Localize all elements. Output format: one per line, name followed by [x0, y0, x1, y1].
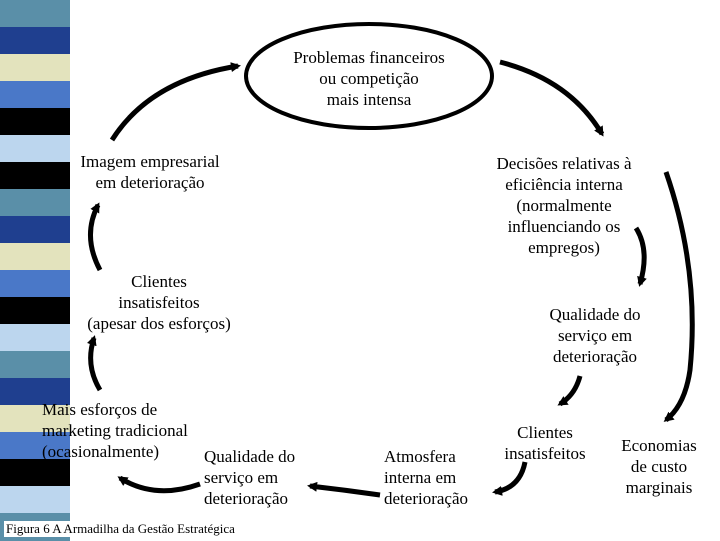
strip-block	[0, 432, 70, 460]
strip-block	[0, 81, 70, 109]
central-problem-ellipse	[244, 22, 494, 130]
strip-block	[0, 108, 70, 136]
arrow-image-to-problem	[109, 62, 241, 142]
strip-block	[0, 324, 70, 352]
decorative-color-strip	[0, 0, 70, 541]
arrow-clients-to-atmosphere	[492, 461, 528, 496]
node-clientes-esquerda: Clientes insatisfeitos (apesar dos esfor…	[87, 272, 231, 333]
node-imagem: Imagem empresarial em deterioração	[80, 152, 220, 192]
node-economias: Economias de custo marginais	[621, 436, 697, 497]
strip-block	[0, 297, 70, 325]
node-mais-esforcos: Mais esforços de marketing tradicional (…	[42, 400, 188, 461]
strip-block	[0, 54, 70, 82]
strip-block	[0, 405, 70, 433]
arrow-decisions-to-quality-right	[633, 226, 647, 287]
node-qualidade-esquerda: Qualidade do serviço em deterioração	[204, 447, 296, 508]
arrow-clients-left-to-image	[87, 202, 103, 272]
strip-block	[0, 459, 70, 487]
strip-block	[0, 27, 70, 55]
strip-block	[0, 351, 70, 379]
arrow-problem-to-decisions	[499, 59, 605, 137]
strip-block	[0, 135, 70, 163]
strip-block	[0, 486, 70, 514]
arrow-decisions-to-economies	[663, 171, 695, 422]
strip-block	[0, 189, 70, 217]
node-qualidade-direita: Qualidade do serviço em deterioração	[549, 305, 641, 366]
figure-caption: Figura 6 A Armadilha da Gestão Estratégi…	[4, 521, 237, 537]
strip-block	[0, 270, 70, 298]
arrow-quality-left-to-marketing	[117, 475, 201, 494]
strip-block	[0, 0, 70, 28]
node-clientes-direita: Clientes insatisfeitos	[504, 423, 586, 463]
strip-block	[0, 378, 70, 406]
arrow-quality-to-clients-right	[557, 375, 583, 407]
node-decisoes: Decisões relativas à eficiência interna …	[496, 154, 632, 257]
arrow-to-quality-left	[307, 481, 381, 498]
node-atmosfera: Atmosfera interna em deterioração	[384, 447, 468, 508]
strip-block	[0, 162, 70, 190]
strip-block	[0, 243, 70, 271]
node-problemas: Problemas financeiros ou competição mais…	[293, 48, 445, 109]
arrow-marketing-to-clients-left	[87, 335, 103, 392]
strip-block	[0, 216, 70, 244]
